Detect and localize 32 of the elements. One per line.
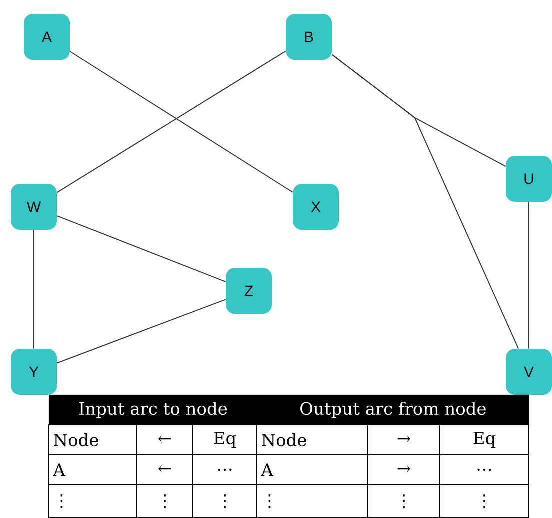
table-cell: ⋮ [368,484,440,518]
table-cell: ⋮ [256,484,368,518]
connector-line [528,202,530,350]
table-cell: Node [48,424,138,456]
connector-line [332,54,520,350]
graph-node: B [286,14,332,60]
connector-line [56,299,226,364]
table-header-cell: Input arc to node [49,395,258,426]
table-cell: → [368,454,440,486]
table-cell: … [440,454,530,486]
table-cell: Node [256,424,368,456]
table-cell: Eq [192,424,258,456]
graph-node: U [506,156,552,202]
graph-node: W [11,184,57,230]
table-cell: ← [136,424,194,456]
table-cell: ⋮ [192,484,258,518]
table-cell: ⋮ [48,484,138,518]
connector-line [56,216,226,282]
table-cell: A [48,454,138,486]
table-header-cell: Output arc from node [257,395,530,426]
table-cell: ⋮ [136,484,194,518]
table-cell: ⋮ [440,484,530,518]
graph-node: Z [226,268,272,314]
table-cell: Eq [440,424,530,456]
table-cell: ← [136,454,194,486]
table-cell: … [192,454,258,486]
graph-node: A [24,14,70,60]
graph-node: V [506,349,552,395]
graph-node: Y [11,349,57,395]
table-cell: A [256,454,368,486]
table-cell: → [368,424,440,456]
graph-node: X [293,184,339,230]
